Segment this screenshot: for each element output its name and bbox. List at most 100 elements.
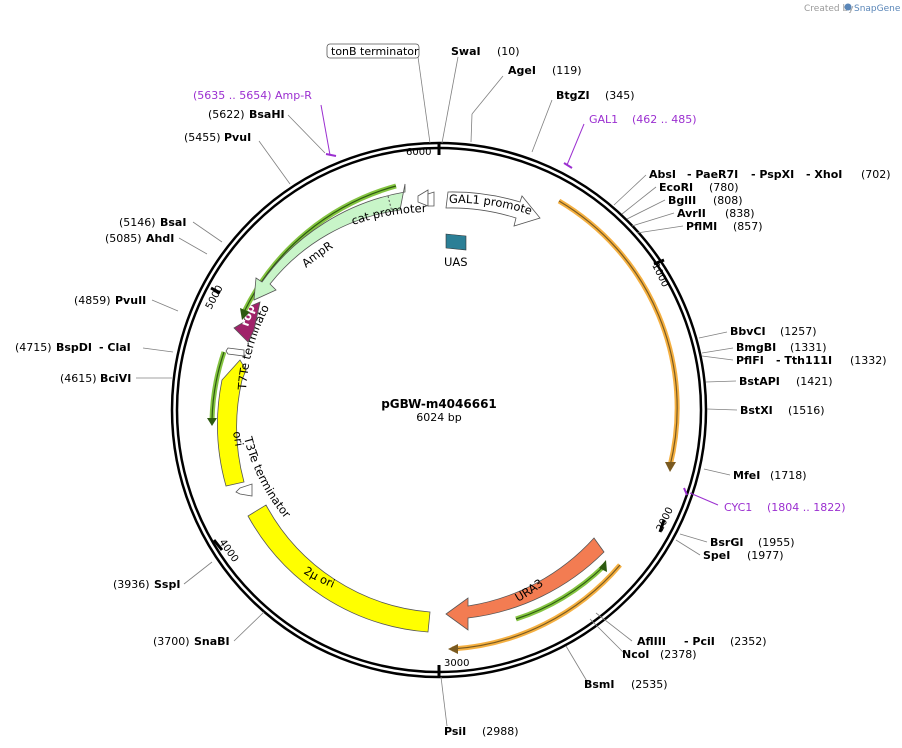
- enzyme-tth111i: - Tth111I: [776, 354, 832, 367]
- tick-1000: 1000: [649, 261, 670, 289]
- enzyme-pvuii: PvuII: [115, 294, 146, 307]
- enzyme-pcii: - PciI: [684, 635, 715, 648]
- plasmid-name: pGBW-m4046661: [381, 397, 497, 411]
- green-left-arrowhead-icon: [240, 308, 250, 320]
- enzyme-mfei-pos: (1718): [770, 469, 807, 482]
- enzyme-bbvci: BbvCI: [730, 325, 766, 338]
- primer-cyc1-leader: [689, 492, 719, 506]
- feature-rop[interactable]: [233, 301, 261, 343]
- enzyme-snabi-pos: (3700): [153, 635, 190, 648]
- enzyme-bspdi-pos: (4715): [15, 341, 52, 354]
- enzyme-psii-pos: (2988): [482, 725, 519, 738]
- enzyme-bstxi-pos: (1516): [788, 404, 825, 417]
- enzyme-ahdi-pos: (5085): [105, 232, 142, 245]
- enzyme-leader-lines: [136, 56, 738, 727]
- enzyme-sspi-pos: (3936): [113, 578, 150, 591]
- enzyme-pflmi: PflMI: [686, 220, 717, 233]
- enzyme-bstxi: BstXI: [740, 404, 773, 417]
- enzyme-pflfi: PflFI: [736, 354, 764, 367]
- primer-cyc1-name: CYC1: [724, 501, 752, 514]
- enzyme-bglii-pos: (808): [713, 194, 743, 207]
- primer-gal1-name: GAL1: [589, 113, 618, 126]
- label-t7te-path: T7Te terminator: [0, 0, 272, 391]
- label-uas: UAS: [444, 255, 468, 269]
- enzyme-bmgbi-pos: (1331): [790, 341, 827, 354]
- tonb-terminator-label-box: [326, 43, 420, 59]
- feature-ori[interactable]: [217, 359, 247, 487]
- enzyme-agei: AgeI: [508, 64, 536, 77]
- enzyme-bmgbi: BmgBI: [736, 341, 776, 354]
- enzyme-pspxi: - PspXI: [751, 168, 794, 181]
- tonb-terminator-label: tonB terminator: [331, 45, 419, 58]
- created-by-text: Created by: [804, 4, 854, 14]
- feature-small-marker[interactable]: [427, 191, 435, 207]
- feature-t3te[interactable]: [235, 483, 253, 497]
- cat-promoter-divider: [387, 195, 393, 213]
- enzyme-mfei: MfeI: [733, 469, 760, 482]
- enzyme-bstapi-pos: (1421): [796, 375, 833, 388]
- primer-ampr-mark: [325, 153, 337, 157]
- feature-orange-arc[interactable]: [557, 198, 680, 467]
- enzyme-afliii: AflIII: [637, 635, 666, 648]
- enzyme-snabi: SnaBI: [194, 635, 230, 648]
- tick-6000: 6000: [406, 147, 431, 158]
- enzyme-btgzi-pos: (345): [605, 89, 635, 102]
- enzyme-paer7i: - PaeR7I: [687, 168, 738, 181]
- enzyme-btgzi: BtgZI: [556, 89, 590, 102]
- enzyme-ahdi: AhdI: [146, 232, 174, 245]
- primer-ampr-name: Amp-R: [275, 89, 312, 102]
- enzyme-xhoi: - XhoI: [806, 168, 842, 181]
- green-lower-arrowhead-icon: [207, 418, 217, 426]
- primer-gal1-mark: [563, 162, 573, 169]
- enzyme-bglii: BglII: [668, 194, 696, 207]
- enzyme-bsahi: BsaHI: [249, 108, 285, 121]
- tick-4000: 4000: [217, 537, 241, 564]
- enzyme-avrii-pos: (838): [725, 207, 755, 220]
- enzyme-pvuii-pos: (4859): [74, 294, 111, 307]
- enzyme-ncoi: NcoI: [622, 648, 649, 661]
- feature-orange-arc-line: [558, 200, 678, 467]
- feature-2u-ori[interactable]: [247, 504, 431, 633]
- enzyme-ecori-pos: (780): [709, 181, 739, 194]
- feature-ampr[interactable]: [253, 183, 406, 301]
- primer-gal1-pos: (462 .. 485): [632, 113, 697, 126]
- enzyme-agei-pos: (119): [552, 64, 582, 77]
- feature-gal1-promoter[interactable]: [445, 191, 541, 227]
- label-t7te: T7Te terminator: [0, 0, 272, 391]
- enzyme-pvui-pos: (5455): [184, 131, 221, 144]
- feature-orange-lower-arc-line: [451, 564, 621, 650]
- enzyme-bcivi: BciVI: [100, 372, 131, 385]
- enzyme-bcivi-pos: (4615): [60, 372, 97, 385]
- tick-3000: 3000: [444, 658, 469, 669]
- orange-lower-arrowhead-icon: [448, 644, 458, 654]
- orange-arc-arrowhead-icon: [665, 462, 676, 472]
- enzyme-bsai: BsaI: [160, 216, 186, 229]
- enzyme-swai-pos: (10): [497, 45, 520, 58]
- enzyme-bsrgi-pos: (1955): [758, 536, 795, 549]
- enzyme-pflfi-pos: (1332): [850, 354, 887, 367]
- primer-cyc1-mark: [683, 487, 688, 496]
- enzyme-absi-pos: (702): [861, 168, 891, 181]
- label-ori: ori: [230, 430, 246, 447]
- enzyme-bsmi-pos: (2535): [631, 678, 668, 691]
- feature-ura3[interactable]: [445, 537, 605, 631]
- enzyme-absi: AbsI: [649, 168, 676, 181]
- primer-ampr-leader: [320, 104, 331, 156]
- enzyme-pvui: PvuI: [224, 131, 251, 144]
- enzyme-spei: SpeI: [703, 549, 730, 562]
- feature-uas[interactable]: [445, 233, 467, 251]
- primer-cyc1-pos: (1804 .. 1822): [767, 501, 846, 514]
- feature-t7te[interactable]: [225, 347, 245, 357]
- feature-green-ura3-arc-line: [515, 565, 605, 620]
- enzyme-sspi: SspI: [154, 578, 180, 591]
- tick-marks: [210, 144, 666, 676]
- enzyme-avrii: AvrII: [677, 207, 706, 220]
- enzyme-bsrgi: BsrGI: [710, 536, 743, 549]
- primer-gal1-leader: [566, 123, 585, 166]
- enzyme-bstapi: BstAPI: [739, 375, 780, 388]
- feature-green-lower-arc-line: [211, 351, 225, 421]
- enzyme-psii: PsiI: [444, 725, 466, 738]
- backbone-outer: [170, 141, 708, 679]
- enzyme-pflmi-pos: (857): [733, 220, 763, 233]
